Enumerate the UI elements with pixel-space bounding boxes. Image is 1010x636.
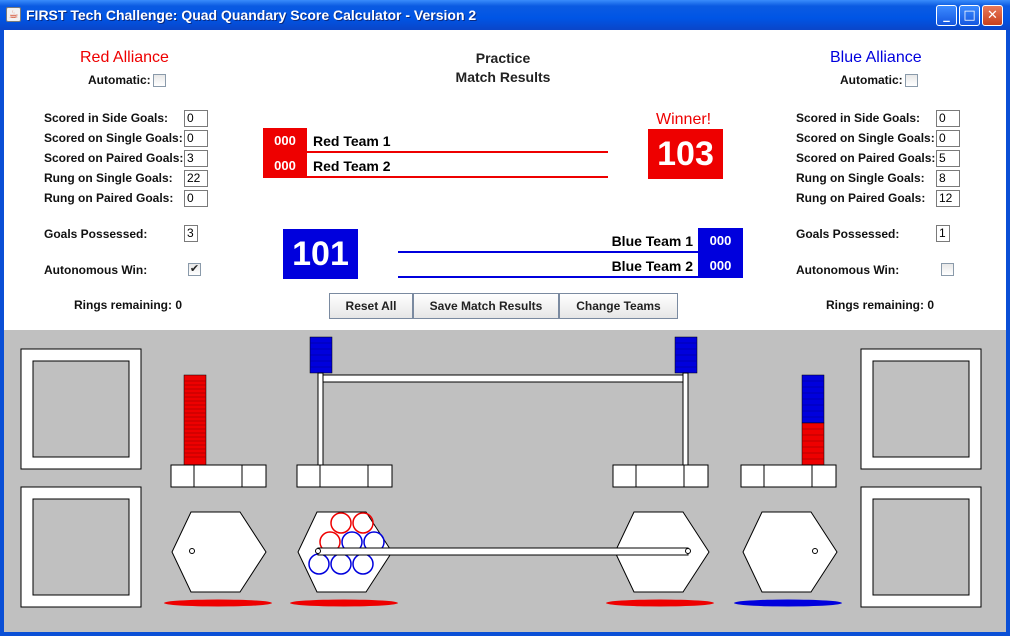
blue-team1-number[interactable]: 000 (698, 228, 743, 253)
side-goal-blue-bottom[interactable] (860, 486, 982, 608)
red-team2-name: Red Team 2 (313, 158, 391, 174)
red-rung-paired-label: Rung on Paired Goals: (44, 191, 174, 205)
red-autonomous-label: Autonomous Win: (44, 263, 148, 277)
match-type: Practice (475, 50, 531, 66)
title-bar[interactable]: ☕ FIRST Tech Challenge: Quad Quandary Sc… (0, 0, 1010, 30)
red-automatic-label: Automatic: (88, 73, 151, 87)
red-alliance-title: Red Alliance (80, 49, 169, 66)
red-rings-remaining: Rings remaining: 0 (74, 298, 183, 312)
change-teams-button[interactable]: Change Teams (559, 293, 678, 319)
blue-team2-number[interactable]: 000 (698, 253, 743, 278)
blue-goals-possessed-label: Goals Possessed: (796, 227, 900, 241)
save-match-results-button[interactable]: Save Match Results (413, 293, 559, 319)
blue-goals-possessed-field[interactable]: 1 (936, 225, 950, 242)
maximize-button[interactable]: □ (959, 5, 980, 26)
blue-automatic-label: Automatic: (840, 73, 903, 87)
paired-goal-top[interactable] (309, 336, 698, 466)
goal-base-1 (170, 464, 267, 488)
red-rung-paired-field[interactable]: 0 (184, 190, 208, 207)
blue-team1-underline (398, 251, 698, 253)
match-title: Practice Match Results (424, 50, 582, 85)
red-score: 103 (648, 129, 723, 179)
red-team2-underline (307, 176, 608, 178)
red-base-1 (164, 599, 272, 607)
blue-rung-single-label: Rung on Single Goals: (796, 171, 925, 185)
red-team2-number[interactable]: 000 (263, 153, 307, 178)
red-side-goals-label: Scored in Side Goals: (44, 111, 169, 125)
red-team1-underline (307, 151, 608, 153)
goal-base-4 (740, 464, 837, 488)
blue-autonomous-label: Autonomous Win: (796, 263, 900, 277)
red-single-goals-label: Scored on Single Goals: (44, 131, 183, 145)
winner-label: Winner! (656, 111, 712, 128)
blue-paired-goals-field[interactable]: 5 (936, 150, 960, 167)
blue-autonomous-checkbox[interactable] (941, 263, 954, 276)
blue-automatic-checkbox[interactable] (905, 74, 918, 87)
hex-goal-1[interactable] (171, 511, 267, 593)
playing-field (4, 330, 1006, 632)
single-goal-right-rings[interactable] (801, 374, 825, 466)
blue-rung-paired-label: Rung on Paired Goals: (796, 191, 926, 205)
hex-goal-4[interactable] (742, 511, 838, 593)
red-side-goals-field[interactable]: 0 (184, 110, 208, 127)
blue-base-1 (734, 599, 842, 607)
red-rung-single-field[interactable]: 22 (184, 170, 208, 187)
side-goal-red-top[interactable] (20, 348, 142, 470)
window-title: FIRST Tech Challenge: Quad Quandary Scor… (26, 7, 477, 23)
blue-single-goals-label: Scored on Single Goals: (796, 131, 935, 145)
red-paired-goals-field[interactable]: 3 (184, 150, 208, 167)
java-app-icon[interactable]: ☕ (6, 7, 21, 22)
single-goal-left-rings[interactable] (183, 374, 207, 466)
red-autonomous-checkbox[interactable]: ✔ (188, 263, 201, 276)
red-goals-possessed-label: Goals Possessed: (44, 227, 148, 241)
minimize-button[interactable]: _ (936, 5, 957, 26)
reset-all-button[interactable]: Reset All (329, 293, 413, 319)
blue-paired-goals-label: Scored on Paired Goals: (796, 151, 936, 165)
match-results-label: Match Results (455, 69, 551, 85)
goal-base-2 (296, 464, 393, 488)
blue-rung-paired-field[interactable]: 12 (936, 190, 960, 207)
side-goal-red-bottom[interactable] (20, 486, 142, 608)
red-single-goals-field[interactable]: 0 (184, 130, 208, 147)
blue-side-goals-label: Scored in Side Goals: (796, 111, 921, 125)
red-base-2 (290, 599, 398, 607)
red-team1-number[interactable]: 000 (263, 128, 307, 153)
red-goals-possessed-field[interactable]: 3 (184, 225, 198, 242)
red-team1-name: Red Team 1 (313, 133, 391, 149)
blue-side-goals-field[interactable]: 0 (936, 110, 960, 127)
goal-base-3 (612, 464, 709, 488)
close-button[interactable]: ✕ (982, 5, 1003, 26)
side-goal-blue-top[interactable] (860, 348, 982, 470)
blue-rung-single-field[interactable]: 8 (936, 170, 960, 187)
red-rung-single-label: Rung on Single Goals: (44, 171, 173, 185)
red-paired-goals-label: Scored on Paired Goals: (44, 151, 184, 165)
blue-team2-underline (398, 276, 698, 278)
blue-alliance-title: Blue Alliance (830, 49, 922, 66)
paired-goal-bottom-bar[interactable] (315, 547, 691, 556)
blue-team1-name: Blue Team 1 (611, 233, 693, 249)
blue-team2-name: Blue Team 2 (611, 258, 693, 274)
blue-rings-remaining: Rings remaining: 0 (826, 298, 935, 312)
client-area: Practice Match Results Red Alliance Auto… (4, 30, 1006, 632)
blue-single-goals-field[interactable]: 0 (936, 130, 960, 147)
red-automatic-checkbox[interactable] (153, 74, 166, 87)
blue-score: 101 (283, 229, 358, 279)
red-base-3 (606, 599, 714, 607)
